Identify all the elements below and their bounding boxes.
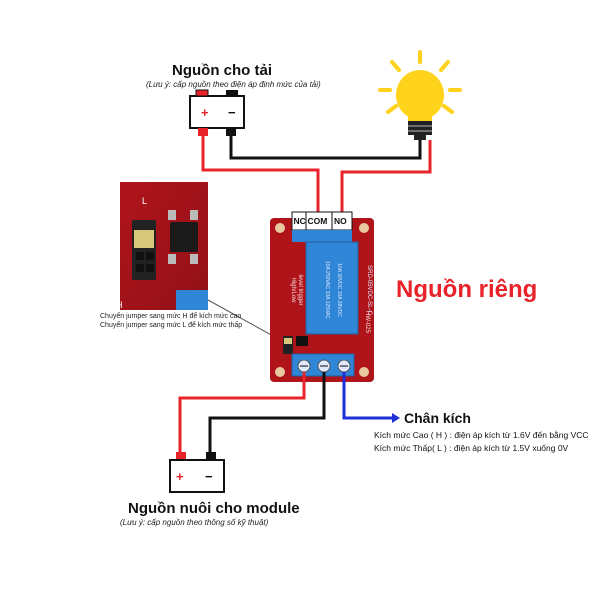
board-model-text: HW-025 <box>364 311 370 334</box>
module-battery-minus: − <box>205 469 213 484</box>
board-text-2: level trigger <box>297 274 303 305</box>
load-battery-minus: − <box>228 105 236 120</box>
load-battery: + − <box>189 89 245 136</box>
wire-trigger-blue <box>342 372 392 420</box>
jumper-note-l: Chuyển jumper sang mức L để kích mức thấ… <box>100 322 243 329</box>
module-battery: + − <box>169 452 225 493</box>
jumper-note-h: Chuyển jumper sang mức H để kích mức cao <box>100 313 242 320</box>
relay-rating-1: 10A 250VAC 10A 125VAC <box>324 261 330 319</box>
module-power-title: Nguồn nuôi cho module <box>128 500 300 517</box>
wire-module-black <box>208 372 326 458</box>
pin-com-label: COM <box>308 216 328 226</box>
jumper-closeup <box>120 182 285 343</box>
trigger-title: Chân kích <box>404 410 471 426</box>
board-text-1: High/Low <box>290 277 296 303</box>
trigger-high-desc: Kích mức Cao ( H ) : điện áp kích từ 1.6… <box>374 430 589 440</box>
pin-nc-label: NC <box>294 216 306 226</box>
relay-rating-2: 10A 30VDC 10A 28VDC <box>336 263 342 317</box>
wire-bulb-red <box>340 140 432 218</box>
module-power-note: (Lưu ý: cấp nguồn theo thông số kỹ thuật… <box>120 518 269 527</box>
relay-model-text: SRD-05VDC-SL-C <box>366 265 372 315</box>
load-battery-plus: + <box>201 105 209 120</box>
relay-module: NC COM NO SRD-05VDC-SL-C 10A 250VAC 10A … <box>270 211 374 382</box>
jumper-l-label: L <box>142 196 148 206</box>
load-power-note: (Lưu ý: cấp nguồn theo điện áp định mức … <box>146 80 321 89</box>
pin-no-label: NO <box>334 216 347 226</box>
wire-load-black <box>229 136 422 160</box>
wire-load-red <box>201 136 320 218</box>
module-battery-plus: + <box>176 469 184 484</box>
load-power-title: Nguồn cho tải <box>172 62 272 79</box>
jumper-h-label: H <box>116 300 123 310</box>
wire-module-red <box>178 372 306 458</box>
separate-power-label: Nguồn riêng <box>396 276 538 303</box>
trigger-arrow-icon <box>392 413 400 423</box>
trigger-low-desc: Kích mức Thấp( L ) : điện áp kích từ 1.5… <box>374 443 569 453</box>
light-bulb-icon <box>378 50 462 140</box>
